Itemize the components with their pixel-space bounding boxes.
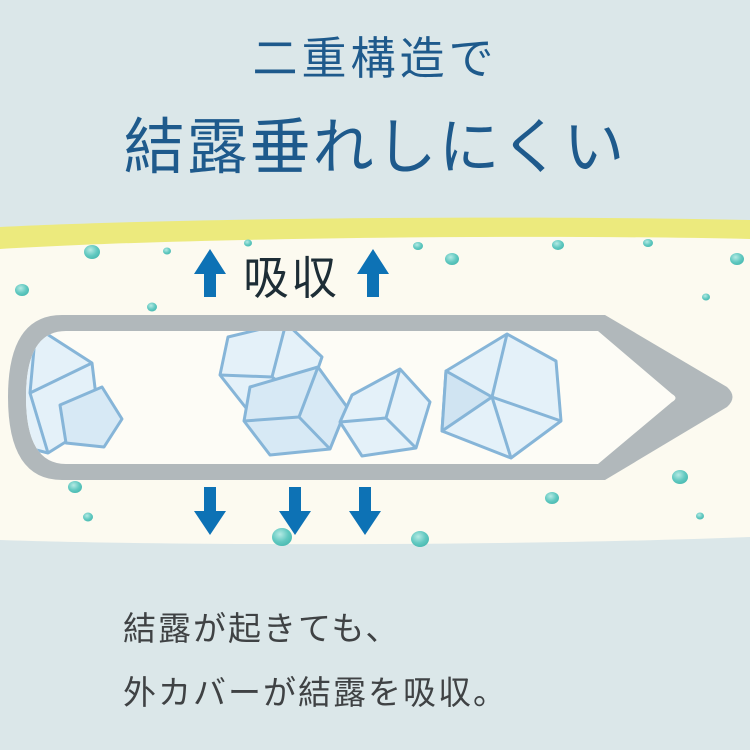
ice-cube-icon <box>440 332 563 460</box>
ice-cube-icon <box>338 367 432 458</box>
down-arrows <box>194 487 381 535</box>
caption-line2: 外カバーが結露を吸収。 <box>123 673 508 712</box>
ice-cube-icon <box>26 331 124 455</box>
caption-line1: 結露が起きても、 <box>123 609 401 648</box>
headline-line1: 二重構造で <box>252 32 498 85</box>
headline: 二重構造で 結露垂れしにくい <box>0 22 750 186</box>
droplet-icon <box>147 302 157 312</box>
droplet-icon <box>552 240 564 250</box>
ice-cube-icon <box>242 365 349 457</box>
droplet-icon <box>68 481 82 493</box>
droplet-icon <box>163 247 171 255</box>
absorb-label-group: 吸収 <box>194 249 389 305</box>
droplet-icon <box>696 512 704 520</box>
droplet-icon <box>84 245 100 259</box>
up-arrow-icon <box>357 249 389 297</box>
droplet-icon <box>672 470 688 484</box>
droplet-icon <box>545 492 559 504</box>
droplet-icon <box>411 531 429 547</box>
down-arrow-icon <box>194 487 226 535</box>
droplet-icon <box>702 293 710 301</box>
absorb-label: 吸収 <box>243 251 339 305</box>
cross-section-diagram: 吸収 <box>0 217 750 547</box>
caption: 結露が起きても、 外カバーが結露を吸収。 <box>123 597 508 725</box>
droplet-icon <box>445 253 459 265</box>
down-arrow-icon <box>279 487 311 535</box>
up-arrow-icon <box>194 249 226 297</box>
droplet-icon <box>272 528 292 546</box>
condensation-droplets-lower <box>68 470 704 547</box>
condensation-droplets-upper <box>15 239 744 312</box>
droplet-icon <box>643 239 653 247</box>
headline-line2: 結露垂れしにくい <box>123 112 627 183</box>
down-arrow-icon <box>349 487 381 535</box>
droplet-icon <box>244 239 252 247</box>
droplet-icon <box>83 512 93 522</box>
ice-cubes <box>26 331 563 460</box>
droplet-icon <box>413 242 423 250</box>
droplet-icon <box>730 253 744 265</box>
droplet-icon <box>15 284 29 296</box>
